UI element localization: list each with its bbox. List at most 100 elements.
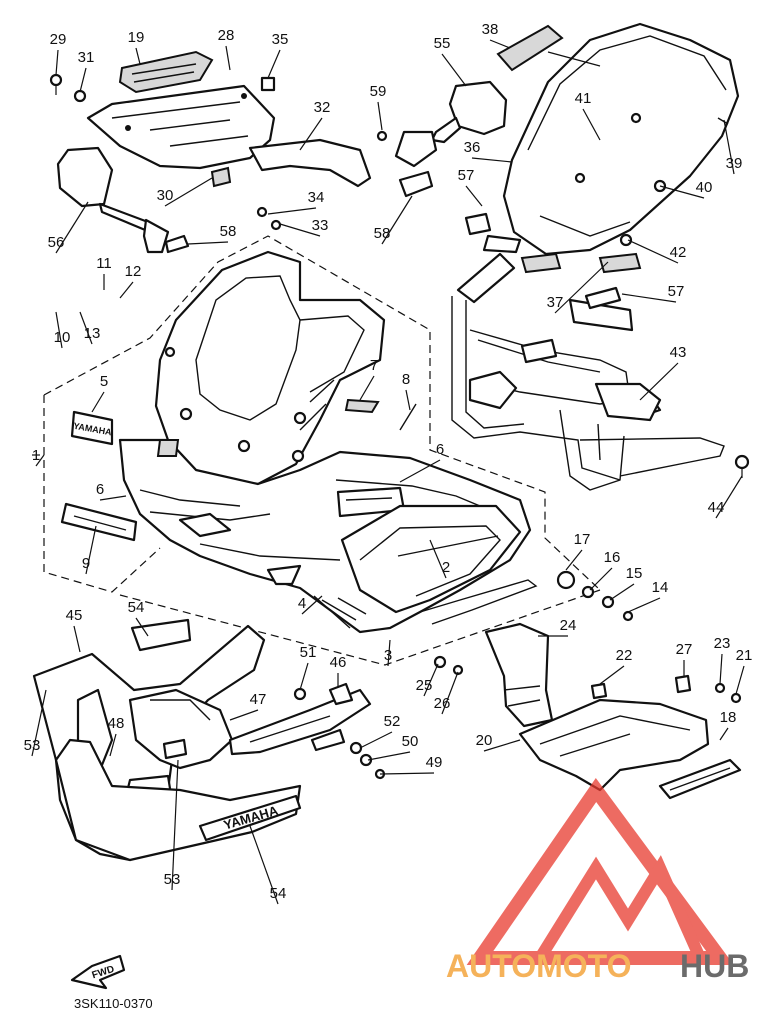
callout-number: 37 — [547, 294, 564, 311]
callout-number: 13 — [84, 325, 101, 342]
callout-number: 51 — [300, 644, 317, 661]
callout-leader — [85, 525, 97, 575]
callout-number: 41 — [575, 90, 592, 107]
callout-leader — [471, 157, 513, 163]
callout-leader — [79, 67, 87, 93]
callout-number: 9 — [82, 555, 90, 572]
callout-number: 33 — [312, 217, 329, 234]
callout-number: 7 — [370, 357, 378, 374]
upper-cover-assembly — [49, 50, 372, 231]
callout-number: 2 — [442, 559, 450, 576]
callout-leader — [405, 389, 411, 411]
right-mirror — [376, 80, 508, 198]
callout-number: 21 — [736, 647, 753, 664]
callout-leader — [79, 311, 93, 345]
callout-number: 34 — [308, 189, 325, 206]
callout-leader — [423, 663, 439, 697]
callout-number: 16 — [604, 549, 621, 566]
callout-leader — [135, 617, 149, 637]
callout-number: 5 — [100, 373, 108, 390]
callout-leader — [723, 119, 735, 175]
callout-leader — [73, 625, 81, 653]
callout-number: 42 — [670, 244, 687, 261]
callout-number: 47 — [250, 691, 267, 708]
callout-leader — [164, 177, 213, 207]
callout-number: 46 — [330, 654, 347, 671]
callout-leader — [229, 709, 259, 721]
callout-number: 56 — [48, 234, 65, 251]
callout-number: 20 — [476, 732, 493, 749]
callout-number: 23 — [714, 635, 731, 652]
callout-leader — [627, 597, 661, 613]
callout-leader — [119, 281, 134, 299]
callout-number: 53 — [164, 871, 181, 888]
callout-number: 6 — [436, 441, 444, 458]
callout-number: 11 — [96, 255, 112, 272]
callout-leader — [441, 671, 459, 715]
callout-leader — [441, 53, 467, 87]
callout-leader — [659, 185, 705, 199]
callout-number: 3 — [384, 647, 392, 664]
callout-leader — [267, 49, 281, 79]
callout-number: 38 — [482, 21, 499, 38]
callout-leader — [35, 454, 45, 467]
callout-number: 58 — [220, 223, 237, 240]
callout-leader — [379, 772, 435, 775]
callout-number: 4 — [298, 595, 306, 612]
callout-leader — [359, 375, 375, 401]
callout-number: 29 — [50, 31, 67, 48]
callout-leader — [109, 733, 117, 757]
callout-number: 48 — [108, 715, 125, 732]
cowling-stay — [451, 212, 750, 491]
callout-number: 39 — [726, 155, 743, 172]
callout-leader — [267, 207, 317, 215]
callout-leader — [359, 731, 393, 749]
callout-leader — [135, 47, 141, 65]
callout-number: 30 — [157, 187, 174, 204]
callout-leader — [609, 583, 635, 601]
callout-leader — [599, 665, 625, 685]
callout-leader — [55, 201, 89, 254]
callout-number: 40 — [696, 179, 713, 196]
callout-number: 12 — [125, 263, 142, 280]
callout-leader — [483, 739, 521, 752]
callout-leader — [589, 567, 613, 591]
callout-leader — [715, 475, 743, 519]
callout-leader — [249, 825, 279, 905]
callout-number: 32 — [314, 99, 331, 116]
callout-leader — [387, 639, 391, 667]
fwd-arrow: FWD — [70, 954, 126, 990]
callout-number: 8 — [402, 371, 410, 388]
callout-leader — [719, 653, 723, 685]
callout-leader — [554, 261, 609, 314]
callout-number: 22 — [616, 647, 633, 664]
callout-number: 31 — [78, 49, 95, 66]
under-cowl-brackets — [433, 570, 742, 800]
callout-leader — [99, 495, 127, 501]
callout-number: 10 — [54, 329, 71, 346]
callout-number: 54 — [128, 599, 145, 616]
callout-number: 35 — [272, 31, 289, 48]
callout-leader — [55, 311, 63, 349]
callout-leader — [719, 727, 729, 741]
callout-leader — [91, 391, 105, 413]
callout-leader — [627, 239, 679, 264]
watermark-text-hub: HUB — [680, 948, 749, 984]
callout-leader — [399, 459, 441, 483]
callout-number: 45 — [66, 607, 83, 624]
callout-number: 19 — [128, 29, 145, 46]
assembly-outline — [32, 235, 601, 666]
callout-number: 50 — [402, 733, 419, 750]
callout-leader — [299, 662, 309, 691]
callout-number: 44 — [708, 499, 725, 516]
callout-number: 27 — [676, 641, 693, 658]
callout-number: 17 — [574, 531, 591, 548]
callout-number: 55 — [434, 35, 451, 52]
callout-number: 26 — [434, 695, 451, 712]
callout-number: 6 — [96, 481, 104, 498]
callout-leader — [582, 108, 601, 141]
callout-number: 14 — [652, 579, 669, 596]
callout-leader — [465, 185, 483, 207]
front-cowling: YAMAHA — [60, 250, 538, 634]
callout-leader — [225, 45, 231, 71]
